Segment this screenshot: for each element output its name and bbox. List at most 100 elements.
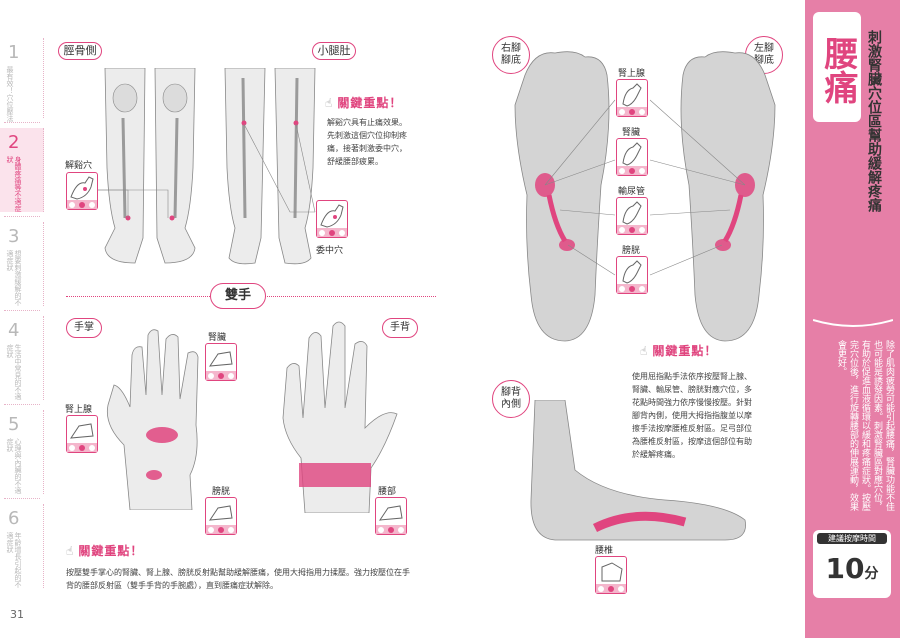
key-point-2-text: 按壓雙手掌心的腎臟、腎上腺、膀胱反射點幫助緩解腰痛，使用大拇指用力揉壓。強力按壓…	[66, 566, 446, 592]
chapter-label: 年齡增長引起的不適症狀	[6, 532, 22, 588]
text-line: 腎臟、輸尿管、膀胱對應穴位，多	[632, 385, 752, 394]
topic-sidebar: 腰痛 刺激腎臟穴位區幫助緩解疼痛 除了肌肉疲勞可能引起腰痛，腎臟功能不佳也可能是…	[805, 0, 900, 638]
chapter-tab-2[interactable]: 2 身體疼痛等不適症狀	[0, 128, 44, 212]
massage-time-label: 建議按摩時間	[817, 533, 887, 544]
thumb-press-icon	[622, 201, 642, 225]
thumb-press-icon	[209, 351, 233, 367]
kidney-hand-label: 腎臟	[208, 333, 227, 343]
key-point-title: ☝關鍵重點！	[325, 94, 402, 111]
right-page: 右腳腳底 左腳腳底 腎上腺 腎臟 輸尿管 膀胱	[450, 0, 900, 638]
foot-inner-side-label-text: 腳背內側	[501, 387, 521, 410]
calf-label: 小腿肚	[312, 42, 356, 60]
chapter-tab-5[interactable]: 5 心理與內臟的不適症狀	[0, 410, 44, 494]
key-point-text: 使用屈指點手法依序按壓腎上腺、 腎臟、輸尿管、膀胱對應穴位，多 花點時間強力依序…	[632, 370, 782, 461]
page-number: 31	[10, 608, 24, 621]
thumb-press-icon	[601, 562, 623, 582]
thumb-press-icon	[70, 423, 94, 439]
time-number: 10	[825, 552, 865, 585]
text-line: 腳背內側，使用大拇指指腹並以摩	[632, 411, 752, 420]
chapter-number: 5	[8, 414, 20, 435]
chapter-number: 1	[8, 42, 20, 63]
text-line: 先刺激這個穴位抑制疼	[327, 131, 407, 140]
key-point-title-text: 關鍵重點！	[652, 344, 718, 358]
adrenal-sole-label: 腎上腺	[618, 69, 646, 79]
chapter-number: 6	[8, 508, 20, 529]
left-sole-illustration	[680, 51, 776, 342]
thumb-press-icon	[622, 260, 642, 284]
right-sole-label-text: 右腳腳底	[501, 43, 521, 66]
chapter-number: 2	[8, 132, 20, 153]
ureter-sole-thumbnail	[616, 197, 648, 235]
text-line: 舒緩腰部疲累。	[327, 157, 383, 166]
chapter-tab-4[interactable]: 4 生活中常見的不適症狀	[0, 316, 44, 400]
hands-banner: 雙手	[210, 283, 266, 309]
text-line: 為腰椎反射區，按摩這個部位有助	[632, 437, 752, 446]
chapter-tab-3[interactable]: 3 想要刺激緩解的不適症狀	[0, 222, 44, 306]
chapter-label: 想要刺激緩解的不適症狀	[6, 250, 22, 306]
weizhong-point-label: 委中穴	[316, 246, 344, 256]
text-line: 於緩解疼痛。	[632, 450, 680, 459]
bladder-sole-thumbnail	[616, 256, 648, 294]
text-line: 擦手法按摩腰椎反射區。足弓部位	[632, 424, 752, 433]
kidney-hand-thumbnail	[205, 343, 237, 381]
bladder-sole-label: 膀胱	[622, 246, 641, 256]
right-sole-illustration	[514, 51, 610, 342]
back-of-hand-label: 手背	[382, 318, 418, 338]
thumb-press-icon	[379, 505, 403, 521]
text-line: 使用屈指點手法依序按壓腎上腺、	[632, 372, 752, 381]
massage-time-value: 10分	[817, 552, 887, 585]
thumb-press-icon	[320, 204, 344, 228]
weizhong-point-thumbnail	[316, 200, 348, 238]
lumbar-hand-label: 腰部	[378, 487, 397, 497]
divider	[4, 404, 40, 405]
palm-label: 手掌	[66, 318, 102, 338]
key-point-title: ☝關鍵重點！	[640, 342, 717, 359]
sidebar-description: 除了肌肉疲勞可能引起腰痛，腎臟功能不佳也可能是誘發因素。刺激腎臟區對應穴位，有助…	[836, 340, 894, 511]
sidebar-title-box	[813, 12, 861, 122]
key-point-title-text: 關鍵重點！	[78, 544, 144, 558]
sidebar-subtitle: 刺激腎臟穴位區幫助緩解疼痛	[866, 30, 882, 212]
chapter-tab-1[interactable]: 1 最有效！穴位壓法	[0, 38, 44, 122]
chapter-tab-6[interactable]: 6 年齡增長引起的不適症狀	[0, 504, 44, 588]
finger-icon: ☝	[325, 96, 334, 110]
chapter-number: 4	[8, 320, 20, 341]
text-line: 背的腰部反射區（雙手手背的手腕處），直到腰痛症狀解除。	[66, 581, 278, 590]
thumb-press-icon	[209, 505, 233, 521]
divider	[4, 216, 40, 217]
lumbar-hand-thumbnail	[375, 497, 407, 535]
sidebar-title: 腰痛	[818, 36, 858, 104]
lumbar-spine-thumbnail	[595, 556, 627, 594]
foot-side-illustration	[530, 400, 746, 541]
legs-back-illustration	[224, 68, 316, 265]
chapter-label: 最有效！穴位壓法	[6, 66, 14, 122]
back-of-hand-illustration	[282, 321, 398, 513]
finger-icon: ☝	[640, 344, 649, 358]
time-unit: 分	[864, 566, 879, 582]
right-sole-label: 右腳腳底	[492, 36, 530, 74]
chapter-label: 身體疼痛等不適症狀	[6, 156, 22, 212]
key-point-title-text: 關鍵重點！	[337, 96, 403, 110]
divider	[4, 122, 40, 123]
key-point-1-text: 解谿穴具有止痛效果。 先刺激這個穴位抑制疼 痛，接著刺激委中穴， 舒緩腰部疲累。	[327, 116, 445, 168]
palm-illustration	[106, 329, 199, 510]
divider	[4, 310, 40, 311]
key-point-title: ☝關鍵重點！	[66, 542, 143, 559]
kidney-sole-label: 腎臟	[622, 128, 641, 138]
kidney-sole-thumbnail	[616, 138, 648, 176]
legs-front-illustration	[104, 68, 196, 264]
bladder-hand-thumbnail	[205, 497, 237, 535]
thumb-press-icon	[622, 83, 642, 107]
left-page: 1 最有效！穴位壓法 2 身體疼痛等不適症狀 3 想要刺激緩解的不適症狀 4 生…	[0, 38, 446, 621]
bladder-hand-label: 膀胱	[212, 487, 231, 497]
lumbar-spine-label: 腰椎	[595, 546, 614, 556]
text-line: 痛，接著刺激委中穴，	[327, 144, 407, 153]
thumb-press-icon	[622, 142, 642, 166]
ureter-sole-label: 輸尿管	[618, 187, 646, 197]
adrenal-hand-thumbnail	[66, 415, 98, 453]
sidebar-divider	[813, 319, 893, 327]
divider	[4, 498, 40, 499]
adrenal-sole-thumbnail	[616, 79, 648, 117]
chapter-number: 3	[8, 226, 20, 247]
jiexi-point-thumbnail	[66, 172, 98, 210]
jiexi-point-label: 解谿穴	[65, 161, 93, 171]
